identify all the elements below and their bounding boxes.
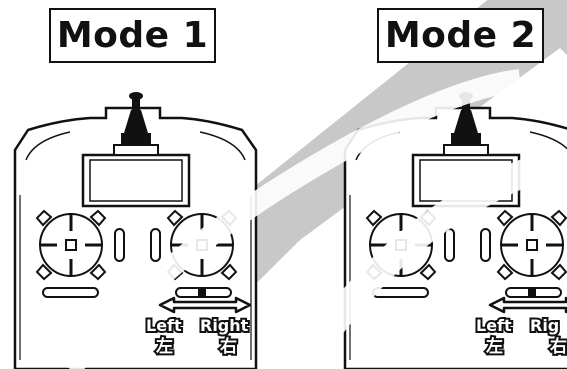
mode-1-right-label-cn: 右 xyxy=(218,337,239,358)
mode-2-title: Mode 2 xyxy=(377,8,544,63)
mode-1-left-label-cn: 左 xyxy=(154,337,175,358)
mode-1-left-label: Left xyxy=(144,316,184,336)
mode-2-left-label-cn: 左 xyxy=(484,337,505,358)
mode-1-right-label: Right xyxy=(198,316,250,336)
mode-2-right-label-cn: 右 xyxy=(548,337,567,358)
mode-1-title: Mode 1 xyxy=(49,8,216,63)
mode-2-right-label: Rig xyxy=(528,316,561,336)
mode-2-left-label: Left xyxy=(474,316,514,336)
